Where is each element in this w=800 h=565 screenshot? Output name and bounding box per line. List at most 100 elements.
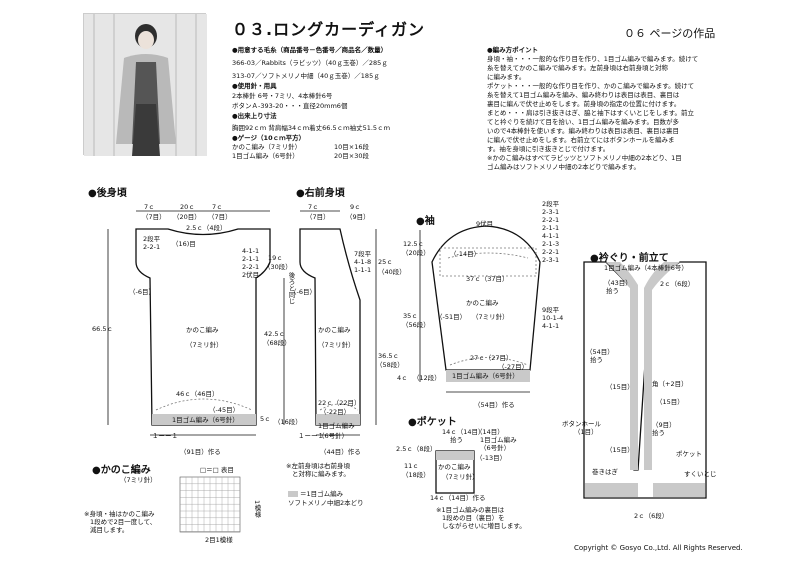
model-silhouette (84, 14, 207, 156)
back-w3: 7ｃ (212, 203, 223, 211)
kanoko-note-3: 減目します。 (90, 526, 129, 534)
back-total-h: 66.5ｃ (92, 325, 113, 333)
sleeve-side-a: 9段平 (542, 306, 560, 314)
kanoko-rep: 2目1模様 (205, 536, 233, 544)
front-neck-c: 1-1-1 (354, 266, 372, 274)
pocket-h2r: （18段） (402, 471, 430, 479)
kanoko-needle: （7ミリ針） (120, 476, 157, 484)
knitting-points: ●編み方ポイント 身頃・袖・・・一般的な作り目を作り、1目ゴム編みで編みます。続… (487, 46, 698, 172)
pocket-h1: 2.5ｃ（8段） (396, 445, 437, 453)
sleeve-width: 37ｃ（37目） (466, 275, 509, 283)
points-lines: 身頃・袖・・・一般的な作り目を作り、1目ゴム編みで編みます。続けて糸を替えてかの… (487, 55, 698, 172)
back-armh: 19ｃ (268, 254, 283, 262)
sleeve-cap-item: 2-3-1 (542, 208, 560, 216)
front-rib: 1目ゴム編み (318, 422, 355, 430)
back-right-a: 4-1-1 (242, 247, 260, 255)
points-heading: ●編み方ポイント (487, 46, 539, 54)
size-heading: ●出来上り寸法 (232, 112, 277, 120)
sleeve-outline (431, 225, 541, 371)
pocket-top: （14目） (476, 428, 504, 436)
rib-legend-2: ソフトメリノ中細2本どり (288, 499, 364, 507)
front-rib-fill (316, 414, 360, 425)
pocket-pick: 拾う (450, 436, 463, 444)
back-armh-rows: （30段） (264, 263, 292, 271)
front-pattern: かのこ編み (318, 326, 351, 334)
sleeve-len-rows: （56段） (402, 321, 430, 329)
sleeve-cap-rows-n: （20段） (402, 249, 430, 257)
pocket-rib-fill (436, 451, 474, 460)
points-line: ゴム編みはソフトメリノ中細の2本どりで編みます。 (487, 163, 640, 171)
sleeve-rib: 1目ゴム編み（6号針） (452, 372, 519, 380)
sleeve-len: 35ｃ (403, 312, 418, 320)
gauge-label-1: かのこ編み（7ミリ針） (232, 143, 302, 151)
back-w2: 20ｃ (180, 203, 195, 211)
sleeve-cap-box (439, 247, 537, 277)
back-s2: （20目） (173, 213, 201, 221)
sleeve-cap-side: （-14目） (450, 250, 481, 258)
back-rib-fill (152, 414, 256, 425)
yarn-heading: ●用意する毛糸（商品番号－色番号／商品名／数量） (232, 46, 388, 54)
legend-rib-swatch (288, 491, 298, 497)
sleeve-rib-h: 4ｃ (397, 374, 408, 382)
sleeve-cap-item: 2-1-3 (542, 240, 560, 248)
sleeve-inc: （-51目） (436, 313, 467, 321)
tools-line-2: ボタンＡ-393-20・・・直径20mm6個 (232, 102, 348, 110)
back-pattern: かのこ編み (186, 326, 219, 334)
back-neck: 2.5ｃ（4段） (186, 224, 227, 232)
front-s2: （9目） (346, 213, 370, 221)
front-body-outline (299, 228, 361, 426)
band-stitch: 巻きはぎ (592, 468, 618, 476)
band-rib-fill-left (585, 483, 638, 497)
mirror-note: ※左前身頃は右前身頃 (286, 462, 350, 470)
back-s3: （7目） (208, 213, 232, 221)
band-pocket: ポケット (676, 450, 702, 458)
back-neck-center: （16)目 (172, 240, 196, 248)
back-mark: １ーー１ (152, 432, 178, 440)
band-btn: ボタンホール (562, 420, 601, 428)
sleeve-cap-h: 12.5ｃ (403, 240, 424, 248)
band-rib-fill-right (653, 483, 705, 497)
front-neck-a: 7段平 (354, 250, 372, 258)
tools-heading: ●使用針・用具 (232, 82, 277, 90)
pocket-needle: （7ミリ針） (442, 473, 479, 481)
kanoko-note-1: ※身頃・袖はかのこ編み (84, 510, 155, 518)
sleeve-cap-item: 2-2-1 (542, 216, 560, 224)
sleeve-heading: ●袖 (416, 216, 435, 227)
front-side-n: （-6目） (290, 288, 316, 296)
back-rib-h: 5ｃ (260, 415, 271, 423)
points-line: てと衿ぐりを続けて目を拾い、1目ゴム編みを編みます。目数が多 (487, 118, 679, 126)
pocket-rib2: （6号針） (480, 444, 511, 452)
band-pick3: （15目） (606, 383, 634, 391)
sleeve-pattern: かのこ編み (466, 299, 499, 307)
back-neck-st: 2段平 (143, 235, 161, 243)
info-block: ●用意する毛糸（商品番号－色番号／商品名／数量） 366-03／Rabbits（… (232, 46, 390, 161)
band-pick2: （54目） (586, 348, 614, 356)
kanoko-legend: □＝□ 表目 (200, 466, 234, 474)
front-neck-h: 25ｃ (378, 258, 393, 266)
sleeve-rib-dec: （-27目） (498, 363, 529, 371)
pocket-dec: （-13目） (476, 454, 507, 462)
gauge-value-2: 20目×30段 (334, 152, 369, 160)
points-line: 裏目に編んで伏せ止めをします。前身頃の指定の位置に付けます。 (487, 100, 681, 108)
front-needle: （7ミリ針） (318, 341, 355, 349)
sleeve-cap-item: 2-3-1 (542, 256, 560, 264)
back-rib-rows: （16段） (274, 418, 302, 426)
model-photo (83, 13, 207, 156)
band-pick2b: 拾う (590, 356, 603, 364)
back-heading: ●後身頃 (88, 188, 127, 199)
pocket-rib: 1目ゴム編み (480, 436, 517, 444)
back-needle: （7ミリ針） (186, 341, 223, 349)
points-line: いので4本棒針を使います。編み終わりは表目は表目、裏目は裏目 (487, 127, 679, 135)
sleeve-cap-rows: 2段平 (542, 200, 560, 208)
pocket-heading: ●ポケット (408, 417, 457, 428)
back-width: 46ｃ（46目） (176, 390, 219, 398)
pocket-h2: 11ｃ (404, 462, 419, 470)
back-body-rows: （68段） (263, 339, 291, 347)
yarn-line-2: 313-07／ソフトメリノ中細（40ｇ玉巻）／185ｇ (232, 72, 380, 80)
back-right-d: 2伏目 (242, 271, 260, 279)
sleeve-rib-w: 27ｃ（27目） (470, 354, 513, 362)
front-rib2: （6号針） (318, 432, 349, 440)
rib-legend: ＝1目ゴム編み (300, 490, 344, 498)
sleeve-cap-line (447, 252, 529, 259)
